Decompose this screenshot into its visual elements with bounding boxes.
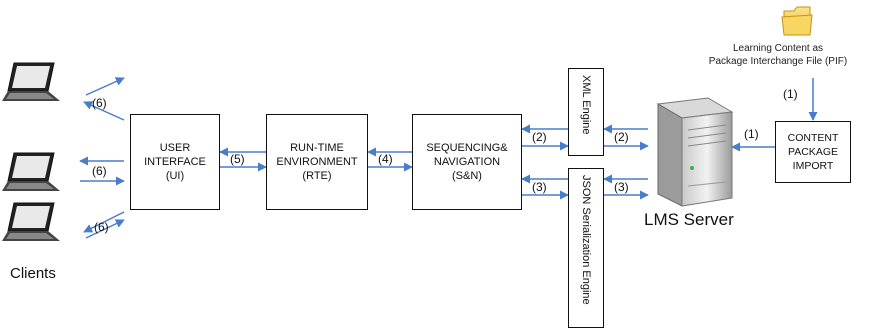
ui-rte-arrows <box>219 147 267 172</box>
arrow-label: (4) <box>378 152 393 166</box>
arrow-label: (1) <box>783 87 798 101</box>
arrow-label: (3) <box>614 180 629 194</box>
xml-engine-box: XML Engine <box>568 68 604 156</box>
json-serialization-engine-label: JSON Serialization Engine <box>580 175 592 305</box>
rte-sn-arrows <box>367 147 413 172</box>
pif-caption: Learning Content as Package Interchange … <box>708 43 848 67</box>
arrow-label: (6) <box>94 220 109 234</box>
xml-server-arrows <box>603 124 649 151</box>
run-time-environment-box: RUN-TIME ENVIRONMENT (RTE) <box>266 114 368 210</box>
arrow-label: (6) <box>92 164 107 178</box>
xml-engine-label: XML Engine <box>580 75 592 135</box>
arrow-label: (2) <box>614 130 629 144</box>
arrow-label: (3) <box>532 180 547 194</box>
laptop-icon <box>2 62 60 101</box>
client-ui-arrows <box>79 77 125 239</box>
user-interface-box: USER INTERFACE (UI) <box>130 114 220 210</box>
clients-label: Clients <box>10 265 56 282</box>
server-icon <box>656 97 734 207</box>
json-server-arrows <box>603 174 649 200</box>
arrow-label: (2) <box>532 130 547 144</box>
folder-icon <box>781 6 813 36</box>
laptop-icon <box>2 152 60 191</box>
sequencing-navigation-box: SEQUENCING& NAVIGATION (S&N) <box>412 114 522 210</box>
arrow-label: (5) <box>230 152 245 166</box>
laptop-icon <box>2 202 60 241</box>
arrow-label: (6) <box>92 96 107 110</box>
arrow-label: (1) <box>744 127 759 141</box>
lms-server-label: LMS Server <box>644 210 734 229</box>
sn-xml-arrows <box>521 124 569 151</box>
sn-json-arrows <box>521 174 569 200</box>
content-package-import-box: CONTENT PACKAGE IMPORT <box>775 121 851 183</box>
json-serialization-engine-box: JSON Serialization Engine <box>568 168 604 328</box>
